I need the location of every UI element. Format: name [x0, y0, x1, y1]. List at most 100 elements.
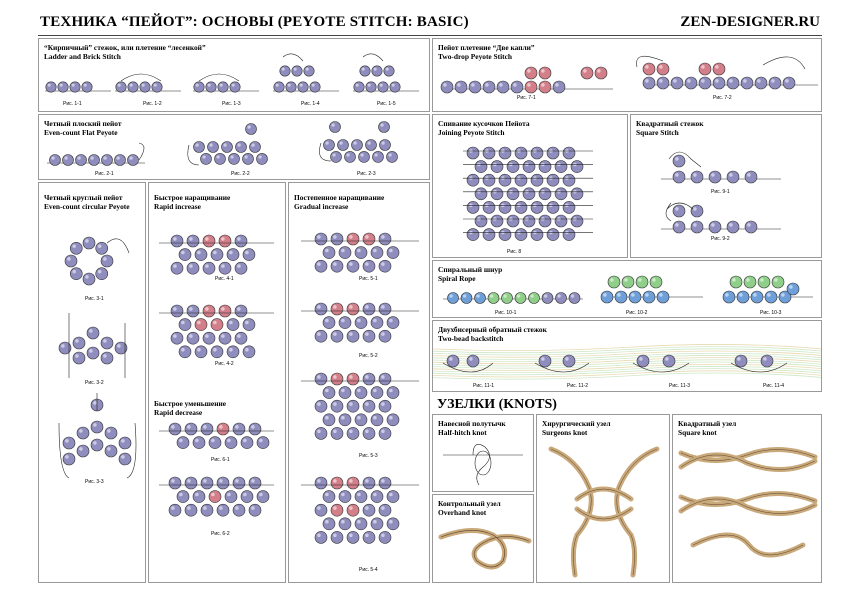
- bead-highlight: [333, 332, 337, 336]
- bead: [446, 354, 460, 368]
- bead-highlight: [331, 123, 335, 127]
- bead: [672, 154, 686, 168]
- bead: [594, 66, 608, 80]
- bead: [242, 153, 254, 165]
- bead: [538, 66, 552, 80]
- bead: [522, 160, 536, 173]
- bead-highlight: [341, 492, 345, 497]
- bead-highlight: [381, 402, 385, 406]
- thread: [665, 202, 694, 222]
- bead-highlight: [339, 141, 343, 145]
- bead-highlight: [349, 262, 353, 266]
- bead-highlight: [711, 173, 715, 177]
- bead-highlight: [293, 67, 297, 71]
- bead: [354, 413, 368, 427]
- bead-highlight: [357, 388, 361, 393]
- bead-highlight: [381, 479, 385, 483]
- bead: [538, 354, 552, 368]
- cord-outline: [692, 534, 804, 556]
- bead-highlight: [325, 492, 329, 497]
- bead: [322, 246, 336, 259]
- bead-highlight: [64, 156, 68, 160]
- bead-highlight: [603, 293, 607, 297]
- bead: [482, 80, 496, 94]
- bead-highlight: [541, 357, 545, 361]
- bead-highlight: [355, 83, 359, 87]
- bead-highlight: [187, 479, 191, 483]
- diagram-square-knot: [678, 446, 818, 558]
- bead: [530, 228, 544, 241]
- bead: [562, 173, 576, 187]
- panel-title: Пейот плетение “Две капли”Two-drop Peyot…: [438, 43, 535, 61]
- bead: [672, 204, 686, 218]
- bead: [554, 187, 568, 201]
- bead-highlight: [757, 79, 761, 83]
- bead-highlight: [357, 519, 361, 524]
- bead: [362, 302, 376, 316]
- bead-highlight: [457, 83, 461, 87]
- bead: [228, 153, 240, 165]
- thread: [668, 151, 702, 168]
- bead-highlight: [219, 506, 223, 510]
- bead-highlight: [747, 173, 751, 177]
- bead: [378, 427, 392, 440]
- bead: [170, 261, 184, 275]
- bead-highlight: [209, 143, 213, 147]
- bead: [322, 490, 336, 503]
- bead-highlight: [381, 235, 385, 239]
- bead: [346, 329, 360, 343]
- bead: [210, 318, 224, 331]
- bead: [684, 76, 698, 90]
- bead-highlight: [103, 156, 107, 160]
- bead-highlight: [221, 334, 225, 338]
- bead: [330, 372, 344, 386]
- bead-highlight: [357, 415, 361, 420]
- bead: [386, 386, 400, 399]
- bead: [353, 81, 365, 93]
- diagram-joining: [463, 146, 593, 241]
- bead-highlight: [75, 339, 79, 343]
- bead: [76, 444, 90, 458]
- bead: [386, 246, 400, 259]
- bead-highlight: [659, 65, 663, 69]
- bead-highlight: [739, 293, 743, 297]
- bead-highlight: [341, 388, 345, 393]
- fabric-thread: [433, 372, 821, 380]
- bead-highlight: [259, 492, 263, 497]
- title-en: Two-bead backstitch: [438, 334, 504, 343]
- cord-outline: [680, 454, 816, 470]
- panel-ladder-brick: “Кирпичный” стежок, или плетение “лесенк…: [38, 38, 430, 112]
- bead-highlight: [361, 67, 365, 71]
- bead-highlight: [235, 479, 239, 483]
- bead: [193, 141, 205, 153]
- bead-highlight: [317, 479, 321, 483]
- bead: [168, 503, 182, 517]
- bead: [690, 170, 704, 184]
- title-ru: Пейот плетение “Две капли”: [438, 43, 535, 52]
- fig-caption: Рис. 9-1: [711, 189, 730, 195]
- bead-highlight: [251, 143, 255, 147]
- bead: [656, 290, 670, 304]
- bead-highlight: [349, 533, 353, 538]
- bead: [530, 201, 544, 214]
- bead: [224, 436, 238, 449]
- bead: [389, 81, 401, 93]
- bead-highlight: [179, 438, 183, 443]
- fig-caption: Рис. 5-4: [359, 567, 378, 573]
- bead: [386, 413, 400, 427]
- bead-highlight: [530, 294, 534, 298]
- bead: [546, 146, 560, 160]
- bead: [346, 302, 360, 316]
- bead-highlight: [189, 264, 193, 268]
- loop: [474, 450, 492, 476]
- bead: [202, 331, 216, 345]
- bead-highlight: [202, 155, 206, 159]
- bead: [383, 65, 395, 77]
- bead: [729, 275, 743, 289]
- bead: [371, 65, 383, 77]
